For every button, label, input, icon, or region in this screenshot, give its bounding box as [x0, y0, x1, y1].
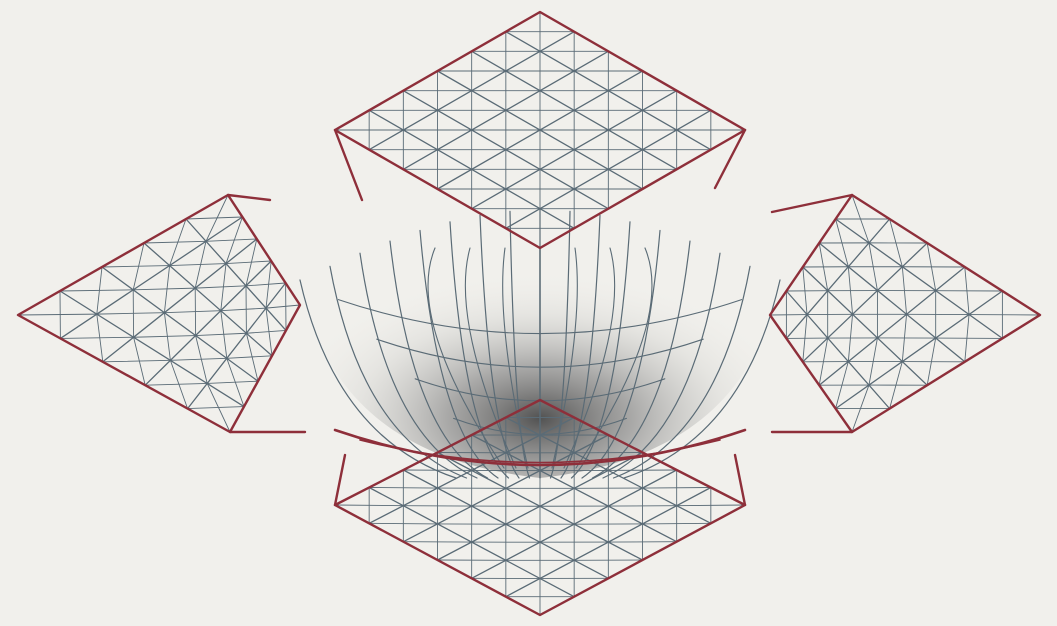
bottom-panel-diag: [369, 488, 437, 489]
bottom-panel-diag: [643, 523, 711, 524]
bottom-panel-diag: [643, 488, 711, 489]
bottom-panel-diag: [369, 523, 437, 524]
